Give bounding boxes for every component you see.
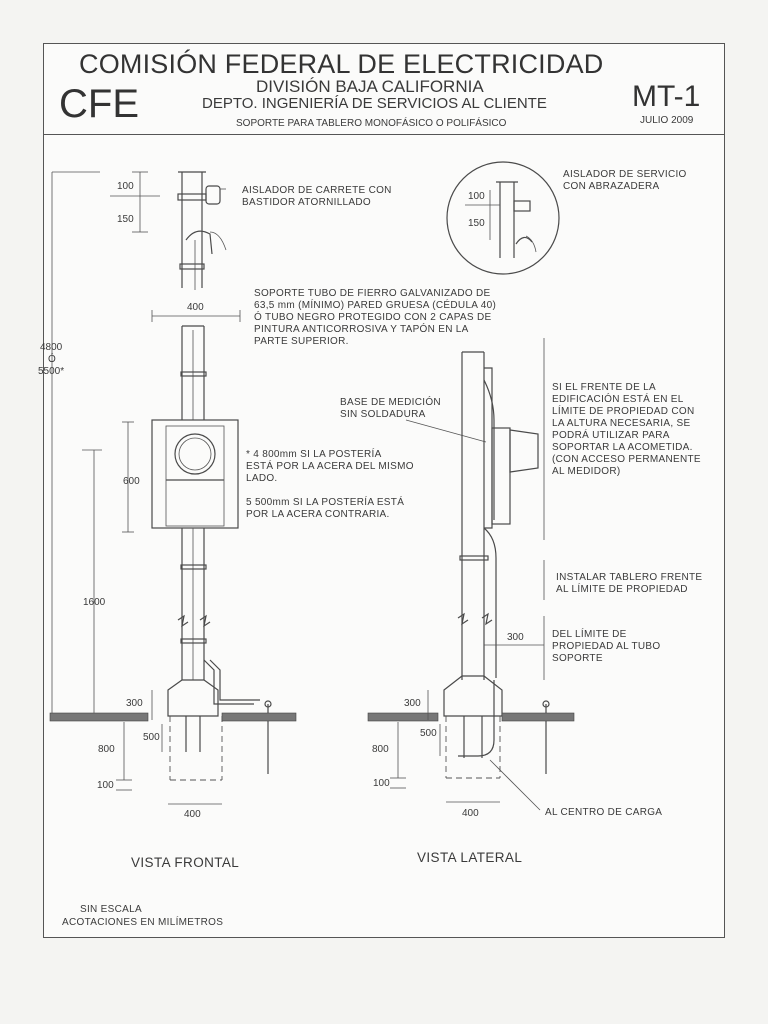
front-view-pole (151, 325, 272, 781)
dim-100-circle: 100 (468, 191, 485, 202)
dim-front-100: 100 (97, 780, 114, 791)
meter-dial (174, 433, 216, 475)
dim-150-circle: 150 (468, 218, 485, 229)
dim-100-top: 100 (117, 181, 134, 192)
leader-load-center (489, 759, 541, 811)
department-label: DEPTO. INGENIERÍA DE SERVICIOS AL CLIENT… (202, 95, 547, 112)
dim-400-top: 400 (187, 302, 204, 313)
dim-side-300-limit: 300 (507, 632, 524, 643)
dim-front-400: 400 (184, 809, 201, 820)
spool-insulator-detail (177, 171, 227, 290)
drawing-subtitle: SOPORTE PARA TABLERO MONOFÁSICO O POLIFÁ… (236, 118, 507, 129)
service-insulator-circle-detail (446, 161, 560, 275)
note-service-insulator: AISLADOR DE SERVICIO CON ABRAZADERA (563, 169, 690, 192)
leader-meter-base (405, 419, 487, 443)
dim-side-400: 400 (462, 808, 479, 819)
note-install-board: INSTALAR TABLERO FRENTE AL LÍMITE DE PRO… (556, 572, 705, 595)
dim-side-100: 100 (373, 778, 390, 789)
note-load-center: AL CENTRO DE CARGA (545, 807, 662, 818)
note-poles: * 4 800mm SI LA POSTERÍA ESTÁ POR LA ACE… (246, 447, 417, 520)
ground-right-b (501, 712, 575, 722)
dim-600: 600 (123, 476, 140, 487)
dim-150-top: 150 (117, 214, 134, 225)
dim-1600: 1600 (83, 597, 106, 608)
dim-total-height: 4800 Ó 5500* (38, 342, 65, 377)
header-divider (44, 134, 724, 135)
ground-right (367, 712, 439, 722)
label-no-scale: SIN ESCALA (80, 904, 142, 915)
note-spool-insulator: AISLADOR DE CARRETE CON BASTIDOR ATORNIL… (242, 185, 395, 208)
dim-front-800: 800 (98, 744, 115, 755)
dim-front-300: 300 (126, 698, 143, 709)
page-title: COMISIÓN FEDERAL DE ELECTRICIDAD (79, 49, 604, 79)
dim-side-500: 500 (420, 728, 437, 739)
dim-side-800: 800 (372, 744, 389, 755)
note-support-pipe: SOPORTE TUBO DE FIERRO GALVANIZADO DE 63… (254, 288, 499, 347)
drawing-sheet: COMISIÓN FEDERAL DE ELECTRICIDAD CFE DIV… (43, 43, 725, 938)
dim-side-300: 300 (404, 698, 421, 709)
label-side-view: VISTA LATERAL (417, 850, 522, 865)
ground-left (49, 712, 149, 722)
drawing-code: MT-1 (632, 80, 701, 113)
label-front-view: VISTA FRONTAL (131, 855, 239, 870)
note-meter-base: BASE DE MEDICIÓN SIN SOLDADURA (340, 395, 444, 420)
cfe-logo: CFE (59, 82, 139, 126)
dim-front-500: 500 (143, 732, 160, 743)
note-facade: SI EL FRENTE DE LA EDIFICACIÓN ESTÁ EN E… (552, 382, 704, 477)
label-units: ACOTACIONES EN MILÍMETROS (62, 915, 223, 928)
ground-left-b (221, 712, 297, 722)
meter-board (151, 419, 239, 529)
note-property-limit: DEL LÍMITE DE PROPIEDAD AL TUBO SOPORTE (552, 627, 664, 664)
drawing-date: JULIO 2009 (640, 115, 694, 126)
division-label: DIVISIÓN BAJA CALIFORNIA (256, 77, 484, 96)
